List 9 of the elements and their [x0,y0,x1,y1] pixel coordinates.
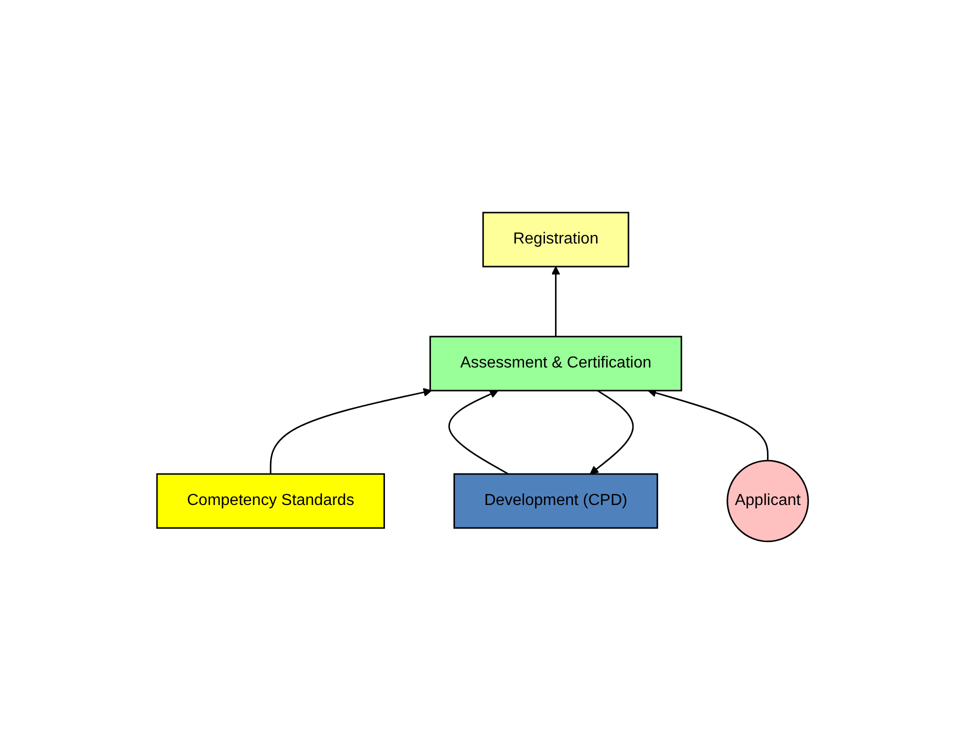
arrow [590,390,634,474]
node-box: Development (CPD) [454,473,659,529]
node-circle: Applicant [727,460,810,542]
node-box: Competency Standards [156,473,386,529]
arrow [552,266,561,337]
arrow [270,388,432,474]
arrow [448,390,510,475]
node-box: Registration [482,212,630,268]
node-box: Assessment & Certification [430,336,683,392]
